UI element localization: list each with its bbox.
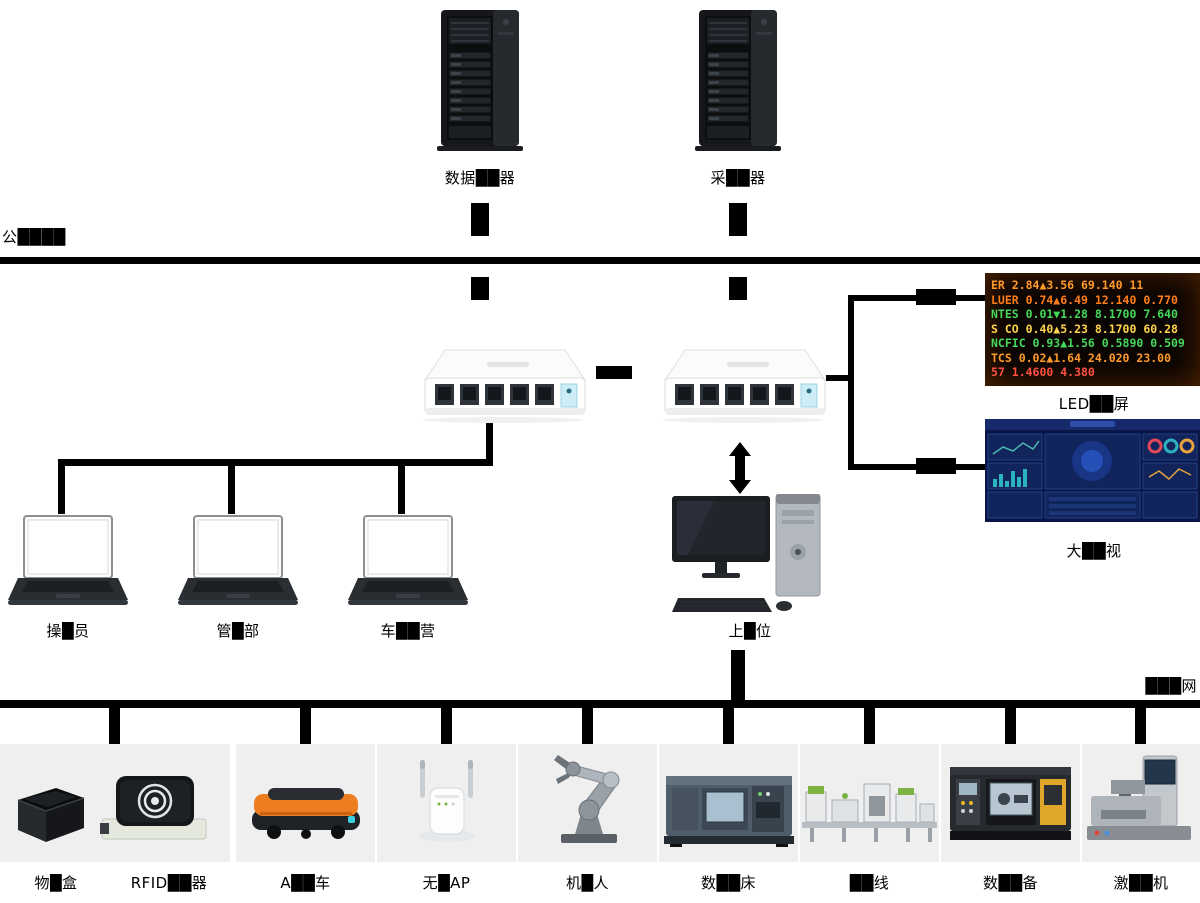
connector-equip-1	[109, 708, 120, 744]
connector-equip-2	[300, 708, 311, 744]
collection-server-image	[693, 8, 783, 153]
workstation-label: 上█位	[728, 622, 772, 640]
rfid-reader-image	[100, 776, 207, 840]
connector-workstation-down	[731, 650, 745, 700]
switch1-image	[415, 336, 590, 424]
production-line-image	[802, 783, 937, 842]
equip-label-lathe: 数██床	[700, 874, 757, 892]
led-screen-image: ER 2.84▲3.56 69.140 11 LUER 0.74▲6.49 12…	[985, 273, 1200, 386]
laser-marker-image	[1087, 755, 1191, 840]
divider-office-network	[0, 257, 1200, 264]
connector-switch2-right	[826, 375, 850, 381]
divider-workshop-network	[0, 700, 1200, 708]
connector-double-arrow	[729, 442, 751, 494]
database-server-image	[435, 8, 525, 153]
led-row: NCFIC 0.93▲1.56 0.5890 0.509	[991, 336, 1185, 351]
equip-label-line: ██线	[849, 874, 890, 892]
agv-image	[252, 788, 360, 839]
robot-arm-image	[554, 755, 620, 843]
connector-equip-7	[1005, 708, 1016, 744]
database-server-label: 数据██器	[444, 169, 516, 187]
led-row: NTES 0.01▼1.28 8.1700 7.640	[991, 307, 1178, 322]
wireless-ap-image	[419, 760, 475, 842]
connector-equip-6	[864, 708, 875, 744]
dashboard-screen-label: 大██视	[1066, 542, 1122, 560]
office-network-label: 公████	[2, 228, 66, 246]
connector-switch-to-switch	[596, 366, 632, 379]
connector-laptop3-drop	[398, 466, 405, 514]
laptop1-image	[8, 514, 128, 614]
connector-equip-8	[1135, 708, 1146, 744]
led-row: LUER 0.74▲6.49 12.140 0.770	[991, 292, 1178, 307]
connector-switch2-up	[729, 277, 747, 300]
laptop3-image	[348, 514, 468, 614]
dashboard-screen-image	[985, 419, 1200, 522]
connector-equip-4	[582, 708, 593, 744]
switch2-image	[655, 336, 830, 424]
connector-laptop-bus	[58, 459, 493, 466]
led-screen-label: LED██屏	[1058, 395, 1130, 413]
connector-led-label-redacted	[916, 289, 956, 305]
cnc-machine-image	[950, 767, 1071, 840]
equip-label-agv: A██车	[280, 874, 331, 892]
connector-equip-5	[723, 708, 734, 744]
equip-label-laser: 激██机	[1113, 874, 1169, 892]
led-row: 57 1.4600 4.380	[991, 365, 1095, 380]
collection-server-label: 采██器	[710, 169, 766, 187]
equip-label-rfid: RFID██器	[130, 874, 208, 892]
connector-laptop1-drop	[58, 466, 65, 514]
equip-label-ap: 无█AP	[422, 874, 471, 892]
connector-bracket-vertical	[848, 295, 854, 470]
laptop2-label: 管█部	[216, 622, 260, 640]
connector-switch1-up	[471, 277, 489, 300]
connector-server2	[729, 203, 747, 236]
led-row: S CO 0.40▲5.23 8.1700 60.28	[991, 321, 1178, 336]
led-row: ER 2.84▲3.56 69.140 11	[991, 278, 1144, 293]
connector-laptop2-drop	[228, 466, 235, 514]
workshop-network-label: ███网	[1145, 677, 1197, 695]
iot-box-image	[17, 788, 85, 842]
laptop1-label: 操█员	[46, 622, 90, 640]
led-row: TCS 0.02▲1.64 24.020 23.00	[991, 350, 1172, 365]
connector-tv-label-redacted	[916, 458, 956, 474]
connector-server1	[471, 203, 489, 236]
cnc-lathe-image	[664, 776, 794, 847]
laptop2-image	[178, 514, 298, 614]
connector-equip-3	[441, 708, 452, 744]
equip-label-robot: 机█人	[565, 874, 610, 892]
connector-switch1-down	[486, 423, 493, 463]
laptop3-label: 车██营	[380, 622, 436, 640]
equip-label-iot-box: 物█盒	[34, 874, 78, 892]
workstation-image	[672, 494, 821, 612]
equip-label-cnc: 数██备	[982, 874, 1039, 892]
